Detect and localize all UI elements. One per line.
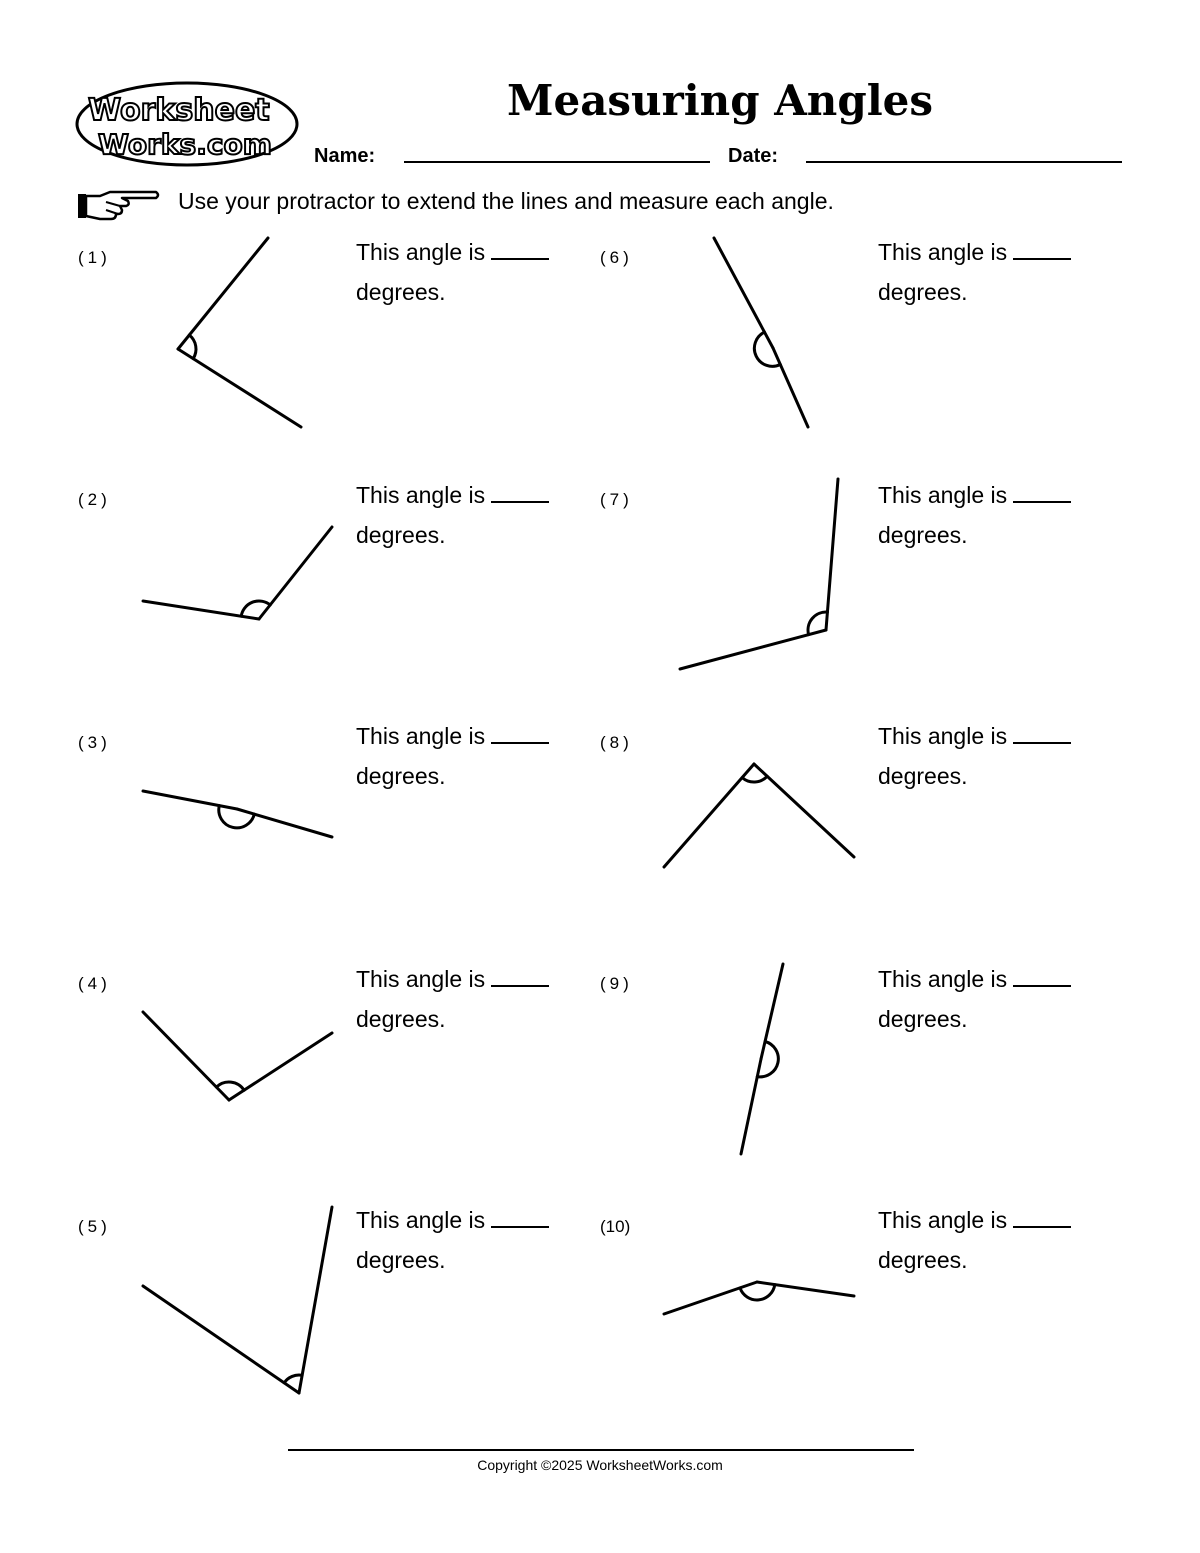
answer-blank[interactable] xyxy=(491,967,550,987)
prompt-text: This angle is xyxy=(356,1207,486,1233)
answer-blank[interactable] xyxy=(1013,483,1072,503)
angle-figure-10 xyxy=(662,1280,856,1316)
answer-prompt: This angle is degrees. xyxy=(356,1200,550,1280)
copyright-text: Copyright ©2025 WorksheetWorks.com xyxy=(477,1457,723,1473)
answer-blank[interactable] xyxy=(1013,1208,1072,1228)
prompt-text: This angle is xyxy=(356,723,486,749)
prompt-unit: degrees. xyxy=(356,1006,446,1032)
angle-figure-2 xyxy=(141,525,334,621)
answer-blank[interactable] xyxy=(1013,724,1072,744)
prompt-unit: degrees. xyxy=(356,279,446,305)
prompt-unit: degrees. xyxy=(878,522,968,548)
answer-blank[interactable] xyxy=(491,1208,550,1228)
angle-figure-7 xyxy=(678,477,840,671)
answer-prompt: This angle is degrees. xyxy=(878,716,1072,796)
problem-number: (10) xyxy=(600,1217,631,1236)
answer-prompt: This angle is degrees. xyxy=(356,959,550,1039)
problem-number: (5) xyxy=(78,1217,111,1236)
angle-figure-1 xyxy=(176,236,303,429)
name-label: Name: xyxy=(314,145,376,167)
prompt-text: This angle is xyxy=(878,482,1008,508)
answer-prompt: This angle is degrees. xyxy=(356,475,550,555)
prompt-unit: degrees. xyxy=(878,1247,968,1273)
answer-prompt: This angle is degrees. xyxy=(878,1200,1072,1280)
prompt-unit: degrees. xyxy=(356,1247,446,1273)
problem-number: (8) xyxy=(600,733,633,752)
pointing-hand-icon xyxy=(76,186,160,224)
worksheetworks-logo: Worksheet Works.com xyxy=(74,80,300,168)
answer-prompt: This angle is degrees. xyxy=(356,232,550,312)
problem-number: (9) xyxy=(600,974,633,993)
problem-number: (4) xyxy=(78,974,111,993)
date-field[interactable] xyxy=(806,161,1122,163)
instructions-text: Use your protractor to extend the lines … xyxy=(178,188,834,214)
answer-prompt: This angle is degrees. xyxy=(356,716,550,796)
prompt-text: This angle is xyxy=(356,239,486,265)
date-label: Date: xyxy=(728,145,779,167)
prompt-text: This angle is xyxy=(878,239,1008,265)
page-title: Measuring Angles xyxy=(506,76,934,125)
problem-number: (6) xyxy=(600,248,633,267)
answer-prompt: This angle is degrees. xyxy=(878,959,1072,1039)
answer-blank[interactable] xyxy=(491,724,550,744)
footer-rule xyxy=(288,1449,914,1451)
logo-line1: Worksheet xyxy=(88,93,270,128)
angle-figure-4 xyxy=(141,1010,334,1102)
name-field[interactable] xyxy=(404,161,710,163)
prompt-unit: degrees. xyxy=(356,522,446,548)
angle-figure-3 xyxy=(141,789,334,839)
problem-number: (3) xyxy=(78,733,111,752)
problem-number: (1) xyxy=(78,248,111,267)
prompt-unit: degrees. xyxy=(878,763,968,789)
answer-blank[interactable] xyxy=(491,240,550,260)
prompt-unit: degrees. xyxy=(356,763,446,789)
angle-figure-8 xyxy=(662,762,856,869)
prompt-unit: degrees. xyxy=(878,279,968,305)
prompt-unit: degrees. xyxy=(878,1006,968,1032)
problem-number: (7) xyxy=(600,490,633,509)
answer-blank[interactable] xyxy=(491,483,550,503)
prompt-text: This angle is xyxy=(878,1207,1008,1233)
problem-number: (2) xyxy=(78,490,111,509)
answer-prompt: This angle is degrees. xyxy=(878,475,1072,555)
answer-blank[interactable] xyxy=(1013,240,1072,260)
prompt-text: This angle is xyxy=(878,966,1008,992)
answer-prompt: This angle is degrees. xyxy=(878,232,1072,312)
angle-figure-5 xyxy=(141,1205,334,1395)
angle-figure-6 xyxy=(712,236,810,429)
logo-line2: Works.com xyxy=(98,128,272,161)
answer-blank[interactable] xyxy=(1013,967,1072,987)
prompt-text: This angle is xyxy=(878,723,1008,749)
prompt-text: This angle is xyxy=(356,966,486,992)
prompt-text: This angle is xyxy=(356,482,486,508)
angle-figure-9 xyxy=(739,962,785,1156)
